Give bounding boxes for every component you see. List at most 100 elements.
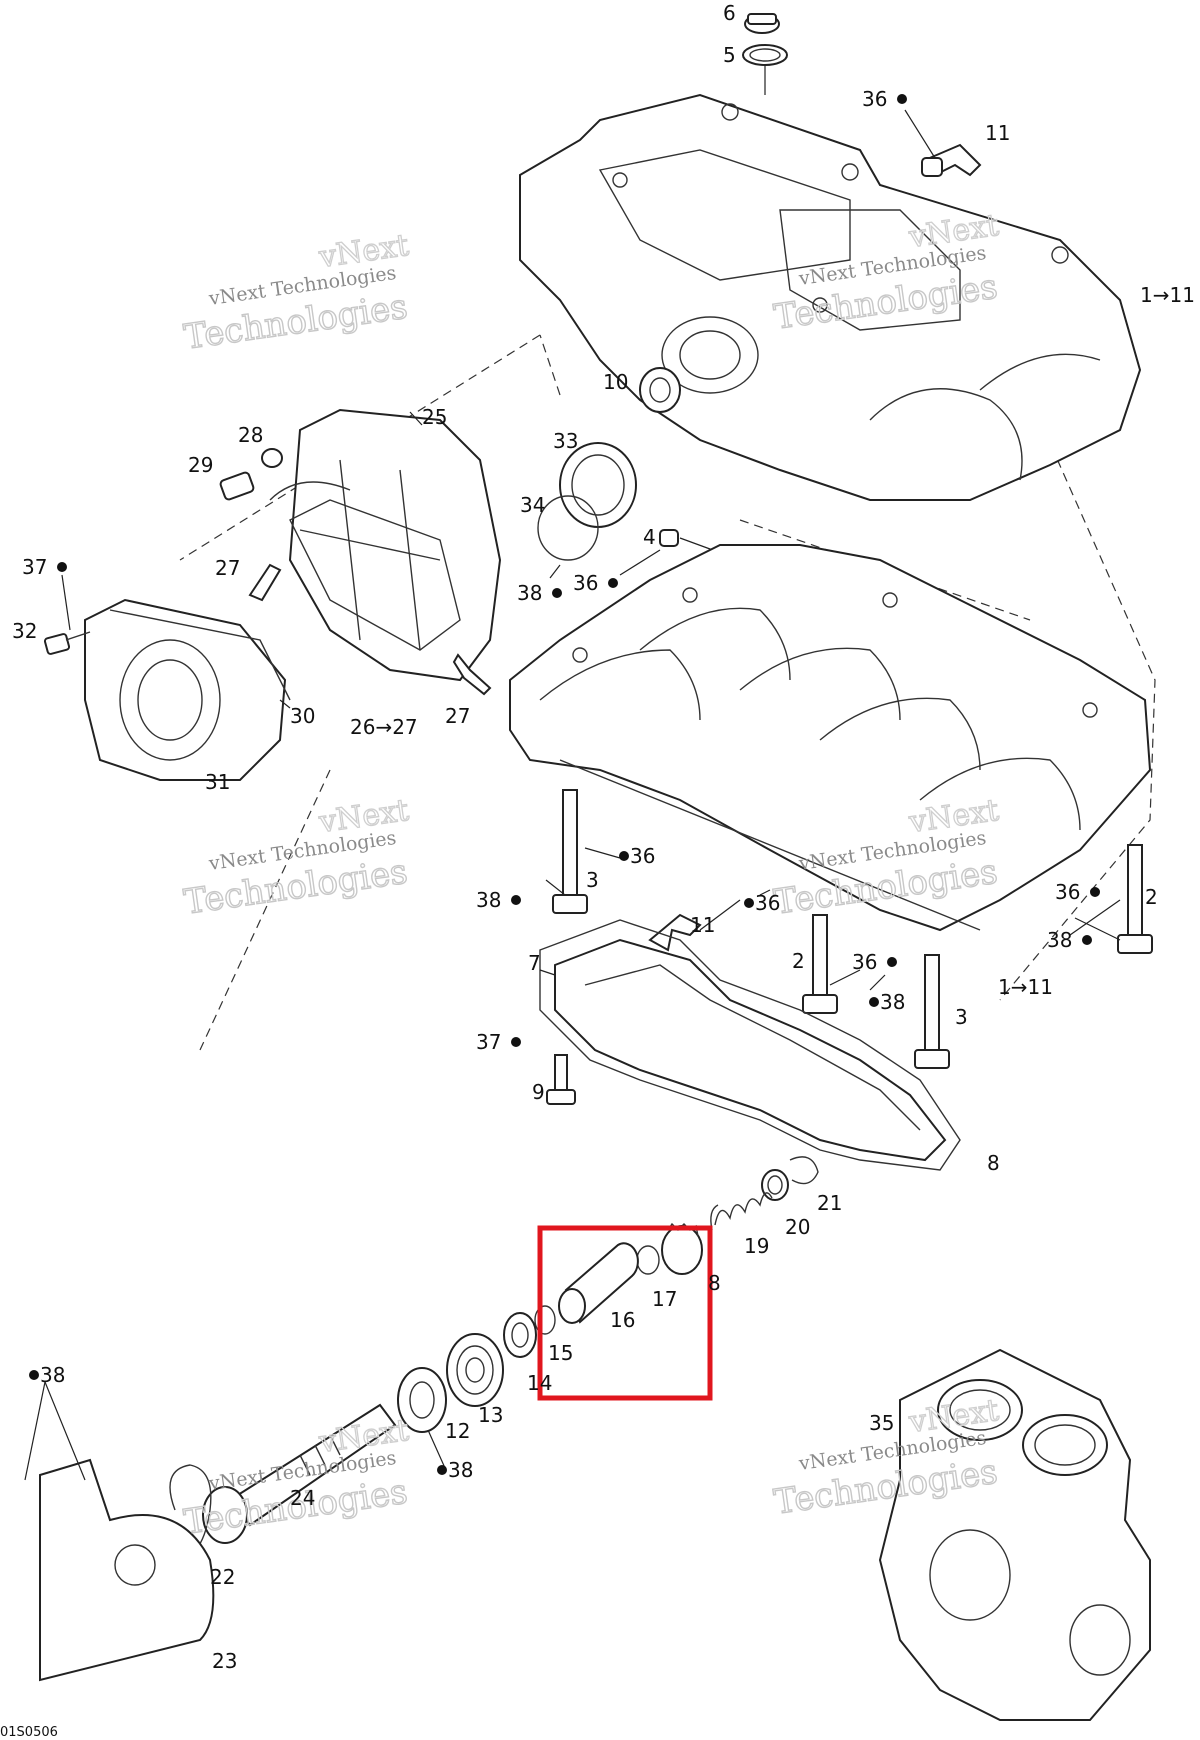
washer-part-17: [636, 1245, 660, 1275]
oil-cap-part-6: [744, 13, 780, 34]
callout-27a: 27: [215, 556, 240, 580]
callout-30: 30: [290, 704, 315, 728]
leader-38f: [24, 1381, 86, 1481]
callout-25: 25: [422, 405, 447, 429]
spring-part-19: [710, 1192, 773, 1231]
leader-30: [279, 699, 291, 709]
bolt-part-29: [219, 471, 255, 501]
callout-27b: 27: [445, 704, 470, 728]
drop-icon: [552, 588, 562, 598]
callout-1-11a: 1→11: [1140, 283, 1195, 307]
callout-36d: 36: [755, 891, 780, 915]
washer-part-20: [761, 1169, 789, 1201]
callout-32: 32: [12, 619, 37, 643]
leader-25: [409, 411, 423, 426]
callout-38c: 38: [1047, 928, 1072, 952]
callout-35: 35: [869, 1411, 894, 1435]
drop-icon: [619, 851, 629, 861]
callout-7: 7: [528, 951, 541, 975]
cover-part-25: [269, 408, 502, 682]
callout-34: 34: [520, 493, 545, 517]
engine-assembly-part-35: [878, 1348, 1151, 1721]
callout-36c: 36: [630, 844, 655, 868]
callout-3b: 3: [955, 1005, 968, 1029]
oring-part-34: [537, 495, 599, 561]
callout-38b: 38: [476, 888, 501, 912]
callout-6: 6: [723, 1, 736, 25]
callout-8a: 8: [987, 1151, 1000, 1175]
drop-icon: [1082, 935, 1092, 945]
elbow-fitting-part-11: [921, 143, 982, 177]
drop-icon: [511, 895, 521, 905]
drop-icon: [887, 957, 897, 967]
drop-icon: [608, 578, 618, 588]
callout-16: 16: [610, 1308, 635, 1332]
callout-22: 22: [210, 1565, 235, 1589]
callout-31: 31: [205, 770, 230, 794]
seal-part-10: [639, 367, 681, 413]
bolt-part-2a: [802, 914, 838, 1014]
highlight-box: [537, 1225, 713, 1401]
callout-21: 21: [817, 1191, 842, 1215]
drop-icon: [1090, 887, 1100, 897]
leader-38a: [549, 564, 561, 579]
throttle-housing-part: [84, 598, 291, 781]
leader-7: [539, 969, 556, 976]
seal-part-33: [559, 442, 637, 528]
callout-36f: 36: [852, 950, 877, 974]
oil-pan-part-8: [554, 938, 947, 1162]
diagram-code: 01S0506: [0, 1725, 58, 1740]
callout-38f: 38: [448, 1458, 473, 1482]
callout-3a: 3: [586, 868, 599, 892]
drop-icons: [29, 94, 1100, 1475]
shaft-part-24: [202, 1403, 397, 1544]
drop-icon: [744, 898, 754, 908]
leader-38e: [427, 1429, 446, 1469]
fitting-part-27a: [248, 563, 282, 602]
callout-36e: 36: [1055, 880, 1080, 904]
callout-15: 15: [548, 1341, 573, 1365]
callout-12: 12: [445, 1419, 470, 1443]
circlip-part-21: [789, 1156, 819, 1185]
callout-36b: 36: [573, 571, 598, 595]
elbow-fitting-part-11b: [648, 913, 702, 952]
ring-part-15: [534, 1305, 556, 1335]
gasket-part-7: [539, 919, 961, 1171]
callout-18: 8: [708, 1271, 721, 1295]
callout-4: 4: [643, 525, 656, 549]
callout-36a: 36: [862, 87, 887, 111]
drop-icon: [57, 562, 67, 572]
callout-29: 29: [188, 453, 213, 477]
callout-37a: 37: [22, 555, 47, 579]
callout-38a: 38: [517, 581, 542, 605]
callout-26-27: 26→27: [350, 715, 418, 739]
drop-icon: [29, 1370, 39, 1380]
callout-28: 28: [238, 423, 263, 447]
washer-part-28: [261, 448, 283, 468]
callout-5: 5: [723, 43, 736, 67]
drop-icon: [897, 94, 907, 104]
callout-11b: 11: [690, 913, 715, 937]
callout-20: 20: [785, 1215, 810, 1239]
fitting-part-27b: [452, 653, 492, 696]
lower-crankcase: [509, 544, 1152, 932]
leader-36b: [619, 549, 661, 576]
bolt-part-3a: [552, 789, 588, 914]
callout-38e: 38: [40, 1363, 65, 1387]
sleeve-part-16: [558, 1242, 639, 1324]
bolt-part-3b: [914, 954, 950, 1069]
callout-38d: 38: [880, 990, 905, 1014]
callout-11a: 11: [985, 121, 1010, 145]
washer-part-14: [503, 1312, 537, 1358]
leader-lines-bolts: [545, 847, 1121, 991]
gear-part-18: [661, 1222, 703, 1275]
callout-33: 33: [553, 429, 578, 453]
seal-part-12: [397, 1367, 447, 1433]
callout-10: 10: [603, 370, 628, 394]
leader-37a: [61, 574, 71, 631]
callout-17: 17: [652, 1287, 677, 1311]
callout-19: 19: [744, 1234, 769, 1258]
pin-part-4: [659, 529, 679, 547]
screw-part-9: [546, 1054, 576, 1105]
